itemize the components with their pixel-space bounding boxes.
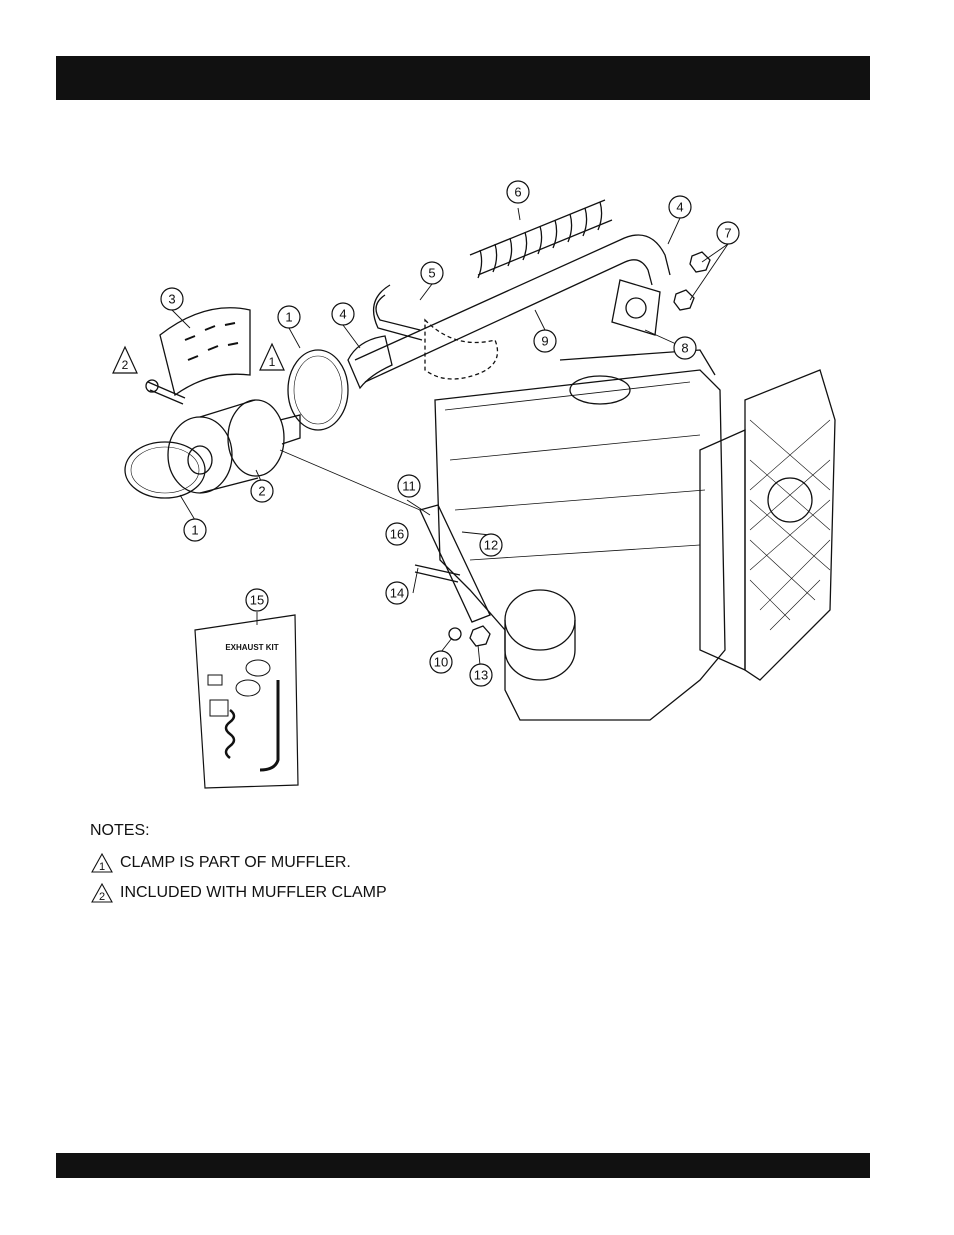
callout-7: 7 [724,226,731,241]
header-bar [56,56,870,100]
callout-12: 12 [484,538,498,553]
fan-shroud [745,370,835,680]
triangle-marker-1: 1 [269,355,276,369]
hose-clamp [125,442,205,498]
notes-section: NOTES: 1 CLAMP IS PART OF MUFFLER. 2 INC… [90,822,387,910]
hose-clamp [288,350,348,430]
svg-text:2: 2 [99,891,105,903]
nut [674,290,694,310]
callout-10: 10 [434,655,448,670]
callout-6: 6 [514,185,521,200]
heat-shield [160,308,250,395]
callout-9: 9 [541,334,548,349]
callout-1-bottom: 1 [191,523,198,538]
callout-2: 2 [258,484,265,499]
nut [690,252,710,272]
callout-11: 11 [402,479,416,494]
flange-gasket [612,280,660,335]
note-item: 2 INCLUDED WITH MUFFLER CLAMP [90,880,387,906]
svg-text:1: 1 [99,861,105,873]
triangle-icon: 1 [90,852,114,874]
note-text: INCLUDED WITH MUFFLER CLAMP [120,884,387,902]
flex-pipe [470,200,612,278]
callout-3: 3 [168,292,175,307]
exhaust-pipe [355,235,670,382]
triangle-marker-2: 2 [122,358,129,372]
callout-14: 14 [390,586,404,601]
callout-13: 13 [474,668,488,683]
callout-5: 5 [428,266,435,281]
callout-8: 8 [681,341,688,356]
mounting-bracket [420,505,490,622]
oil-filter [505,590,575,680]
callout-4-right: 4 [676,200,683,215]
note-item: 1 CLAMP IS PART OF MUFFLER. [90,850,387,876]
callout-15: 15 [250,593,264,608]
kit-label: EXHAUST KIT [225,643,278,652]
exhaust-kit-bag: EXHAUST KIT [195,615,298,788]
callout-1-top: 1 [285,310,292,325]
notes-title: NOTES: [90,822,387,840]
exhaust-parts-diagram: EXHAUST KIT [0,160,954,800]
callout-16: 16 [390,527,404,542]
triangle-icon: 2 [90,882,114,904]
callout-4-left: 4 [339,307,346,322]
note-text: CLAMP IS PART OF MUFFLER. [120,854,351,872]
u-bolt-clamp [374,285,422,340]
footer-bar [56,1153,870,1178]
